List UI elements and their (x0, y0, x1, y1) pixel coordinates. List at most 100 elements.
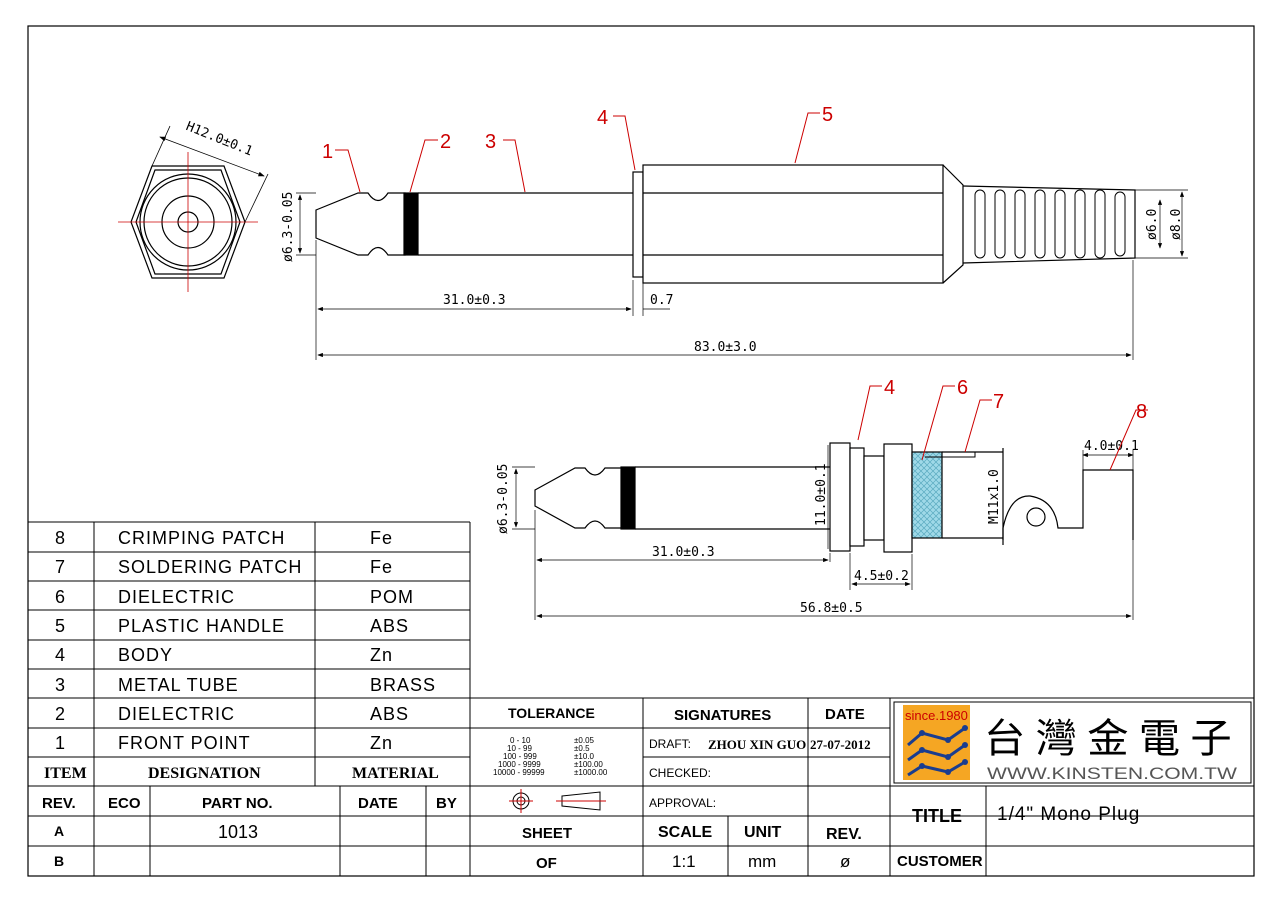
tolerance-range: 10 - 99 (507, 744, 532, 753)
approval-label: APPROVAL: (649, 796, 716, 810)
bom-table (28, 521, 1254, 876)
bom-item: 3 (55, 675, 65, 695)
bom-item: 4 (55, 645, 65, 665)
title-block-grid (470, 697, 1254, 876)
bom-item: 2 (55, 704, 65, 724)
bom-designation: METAL TUBE (118, 675, 239, 695)
signatures-date-header: DATE (825, 706, 865, 723)
callouts-top (335, 112, 820, 193)
bom-material: ABS (370, 616, 409, 636)
tolerance-range: 10000 - 99999 (493, 768, 545, 777)
part-number: 1013 (218, 822, 258, 842)
plug-section-view (512, 442, 1134, 620)
scale-value: 1:1 (672, 852, 696, 871)
tolerance-title: TOLERANCE (508, 705, 595, 721)
callout-8: 8 (1136, 401, 1147, 423)
bom-item: 6 (55, 587, 65, 607)
bom-item: 8 (55, 528, 65, 548)
bom-rows: 8 CRIMPING PATCH Fe 7 SOLDERING PATCH Fe… (55, 528, 436, 753)
bom-header-item: ITEM (44, 765, 87, 782)
tolerance-value: ±100.00 (574, 760, 603, 769)
bom-designation: PLASTIC HANDLE (118, 616, 285, 636)
bom-designation: CRIMPING PATCH (118, 528, 285, 548)
company-url: WWW.KINSTEN.COM.TW (987, 764, 1237, 783)
tolerance-value: ±0.5 (574, 744, 590, 753)
top-dia-outer: ø8.0 (1169, 209, 1184, 240)
top-len-flange: 0.7 (650, 293, 673, 308)
bom-material: BRASS (370, 675, 436, 695)
bottom-dia-body: 11.0±0.1 (814, 463, 829, 526)
bottom-len-tube: 31.0±0.3 (652, 545, 715, 560)
date-header: DATE (358, 795, 398, 812)
tolerance-value: ±10.0 (574, 752, 595, 761)
eco-header: ECO (108, 795, 141, 812)
draft-name: ZHOU XIN GUO (708, 737, 806, 752)
end-view-hex (118, 125, 269, 292)
rev-value: ø (840, 852, 850, 871)
bom-material: Zn (370, 645, 393, 665)
bom-item: 5 (55, 616, 65, 636)
bom-designation: FRONT POINT (118, 733, 251, 753)
company-logo (903, 705, 970, 780)
company-name-cn: 台灣金電子 (984, 717, 1242, 761)
bom-material: Zn (370, 733, 393, 753)
of-label: OF (536, 855, 557, 872)
bom-material: Fe (370, 557, 393, 577)
bom-designation: BODY (118, 645, 173, 665)
rev-header: REV. (42, 795, 76, 812)
tolerance-range: 100 - 999 (503, 752, 537, 761)
bom-item: 7 (55, 557, 65, 577)
hex-dimension: H12.0±0.1 (184, 119, 255, 159)
rev-b: B (54, 853, 64, 869)
bom-material: POM (370, 587, 414, 607)
callout-5: 5 (822, 104, 833, 126)
bom-material: ABS (370, 704, 409, 724)
top-dia-tip: ø6.3-0.05 (281, 192, 296, 262)
sheet-label: SHEET (522, 825, 572, 842)
bom-material: Fe (370, 528, 393, 548)
tolerance-range: 1000 - 9999 (498, 760, 541, 769)
by-header: BY (436, 795, 457, 812)
bottom-len-thread: 4.5±0.2 (854, 569, 909, 584)
bottom-len-total: 56.8±0.5 (800, 601, 863, 616)
checked-label: CHECKED: (649, 766, 711, 780)
top-len-total: 83.0±3.0 (694, 340, 757, 355)
scale-label: SCALE (658, 824, 713, 841)
callout-1: 1 (322, 141, 333, 163)
sheet-border (27, 25, 1255, 877)
callout-3: 3 (485, 131, 496, 153)
bom-header-designation: DESIGNATION (148, 765, 261, 782)
callout-6: 6 (957, 377, 968, 399)
tolerance-range: 0 - 10 (510, 736, 531, 745)
bom-header-material: MATERIAL (352, 765, 439, 782)
callouts-bottom (857, 385, 1148, 471)
bottom-dia-tip: ø6.3-0.05 (496, 464, 511, 534)
rev-a: A (54, 823, 64, 839)
rev-label: REV. (826, 826, 862, 843)
bom-designation: SOLDERING PATCH (118, 557, 302, 577)
tolerance-value: ±0.05 (574, 736, 595, 745)
title-label: TITLE (912, 806, 962, 826)
customer-label: CUSTOMER (897, 853, 983, 870)
draft-label: DRAFT: (649, 737, 691, 751)
top-len-tube: 31.0±0.3 (443, 293, 506, 308)
signatures-title: SIGNATURES (674, 707, 771, 724)
bom-designation: DIELECTRIC (118, 704, 235, 724)
company-since: since.1980 (905, 708, 968, 723)
bom-header: ITEM DESIGNATION MATERIAL (44, 765, 439, 782)
part-no-header: PART NO. (202, 795, 273, 812)
callout-2: 2 (440, 131, 451, 153)
tolerance-value: ±1000.00 (574, 768, 608, 777)
bottom-thread: M11x1.0 (987, 469, 1002, 524)
top-dia-inner: ø6.0 (1145, 209, 1160, 240)
callout-4-bottom: 4 (884, 377, 895, 399)
unit-label: UNIT (744, 824, 782, 841)
title-value: 1/4" Mono Plug (997, 804, 1140, 825)
unit-value: mm (748, 852, 776, 871)
projection-symbol (509, 789, 606, 813)
bottom-patch-width: 4.0±0.1 (1084, 439, 1139, 454)
callout-4-top: 4 (597, 107, 608, 129)
bom-item: 1 (55, 733, 65, 753)
callout-7: 7 (993, 391, 1004, 413)
